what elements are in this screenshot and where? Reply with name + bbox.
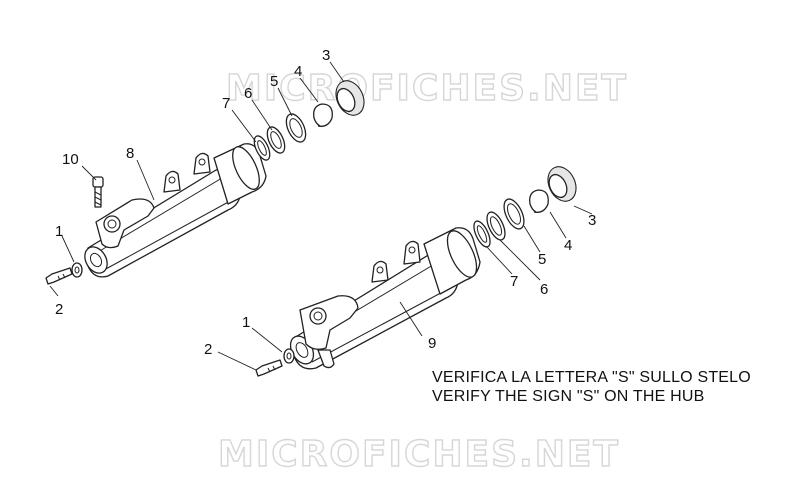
lower-circlip-part-4 <box>529 189 549 213</box>
callout-upper-4: 4 <box>294 63 302 80</box>
lower-lug-1 <box>371 260 389 283</box>
lower-seal-part-3 <box>547 166 577 202</box>
upper-bolt-part-10 <box>92 176 104 208</box>
lower-bushing-part-7 <box>473 220 491 248</box>
upper-lug-1 <box>163 170 181 193</box>
upper-lug-2 <box>193 152 211 175</box>
callout-upper-7: 7 <box>222 95 230 112</box>
callout-lower-5: 5 <box>538 251 546 268</box>
callout-lower-9: 9 <box>428 335 436 352</box>
callout-lower-6: 6 <box>540 281 548 298</box>
upper-bushing-part-7 <box>253 135 271 161</box>
lower-fork-leg-assembly: 3 4 5 7 6 1 9 2 <box>204 166 596 377</box>
callout-lower-3: 3 <box>588 212 596 229</box>
upper-washer-part-5 <box>285 113 307 143</box>
lower-washer-part-5 <box>503 198 525 230</box>
upper-bracket <box>95 198 155 249</box>
lower-bolt-part-2 <box>255 359 283 377</box>
lower-washer-part-1 <box>283 348 295 364</box>
note-english: VERIFY THE SIGN "S" ON THE HUB <box>432 388 705 405</box>
lower-bushing-part-6 <box>486 211 506 241</box>
callout-lower-2: 2 <box>204 341 212 358</box>
callout-upper-8: 8 <box>126 145 134 162</box>
lower-bracket-foot <box>317 349 335 369</box>
callout-upper-1: 1 <box>55 223 63 240</box>
watermark-top: MICROFICHES.NET <box>226 68 628 109</box>
callout-lower-1: 1 <box>242 314 250 331</box>
upper-circlip-part-4 <box>313 103 333 127</box>
lower-bracket-eye <box>309 307 327 325</box>
callout-upper-10: 10 <box>62 151 79 168</box>
callout-upper-3: 3 <box>322 47 330 64</box>
upper-washer-part-1 <box>71 262 83 278</box>
callout-lower-4: 4 <box>564 237 572 254</box>
upper-bolt-part-2 <box>45 267 73 285</box>
upper-bracket-eye <box>103 215 121 233</box>
upper-bushing-part-6 <box>266 126 286 154</box>
watermark-bottom: MICROFICHES.NET <box>218 434 620 475</box>
upper-seal-part-3 <box>335 80 365 116</box>
upper-fork-leg-assembly: 10 8 7 6 5 4 3 1 2 <box>45 47 365 318</box>
callout-upper-6: 6 <box>244 85 252 102</box>
upper-tube-end <box>84 246 108 274</box>
note-italian: VERIFICA LA LETTERA "S" SULLO STELO <box>432 369 751 386</box>
callout-lower-7: 7 <box>510 273 518 290</box>
callout-upper-2: 2 <box>55 301 63 318</box>
callout-upper-5: 5 <box>270 73 278 90</box>
